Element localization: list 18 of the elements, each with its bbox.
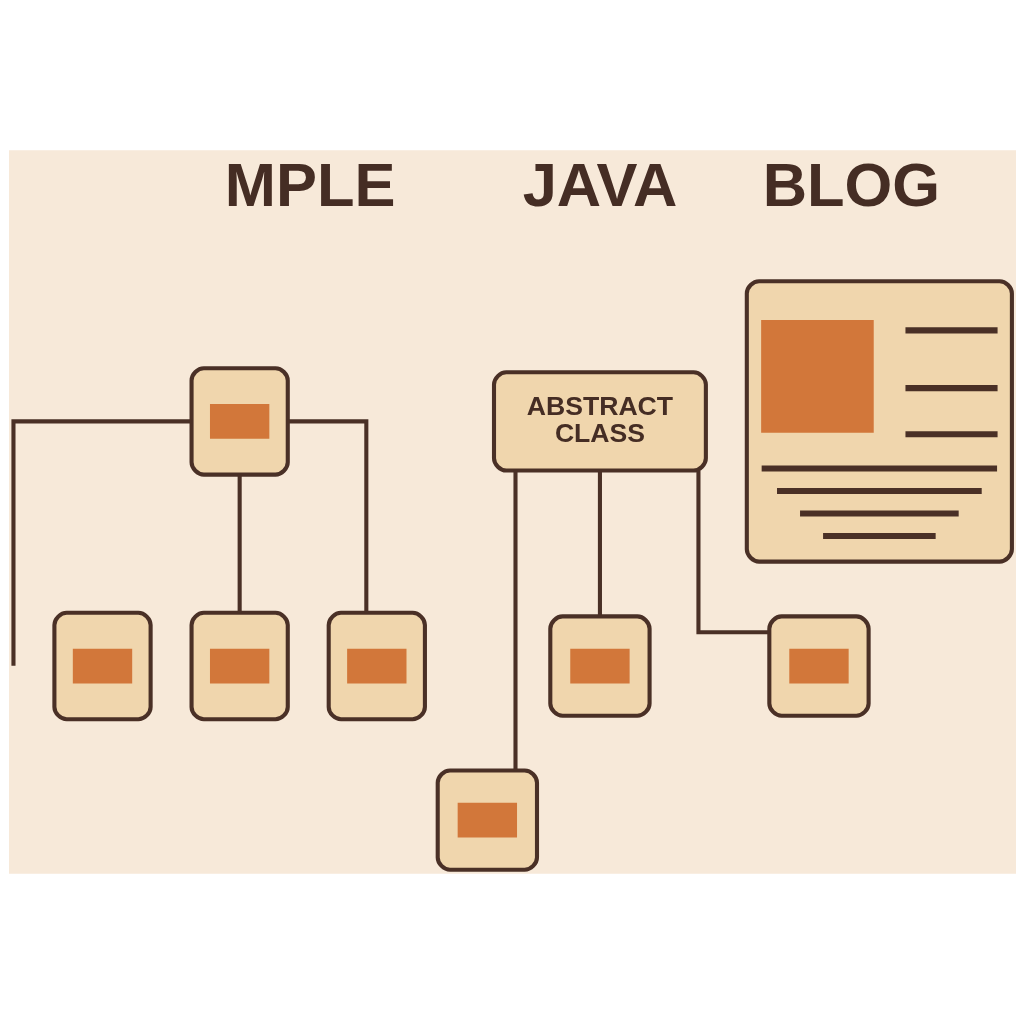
node-box: ABSTRACT CLASS [491, 370, 708, 473]
node-box [435, 768, 539, 872]
node-picture [744, 279, 1014, 564]
node-box [547, 614, 652, 718]
connector [695, 470, 769, 635]
node-box [326, 610, 427, 722]
node-box [51, 610, 153, 722]
connector [597, 470, 602, 617]
node-box [189, 610, 290, 722]
connector [512, 470, 518, 771]
label: BLOG [762, 150, 940, 220]
node-box [766, 614, 871, 718]
connector [287, 419, 368, 613]
node-box [189, 366, 290, 477]
connector [10, 419, 191, 666]
label: MPLE [224, 150, 395, 220]
label: JAVA [522, 150, 677, 220]
connector [237, 474, 242, 613]
